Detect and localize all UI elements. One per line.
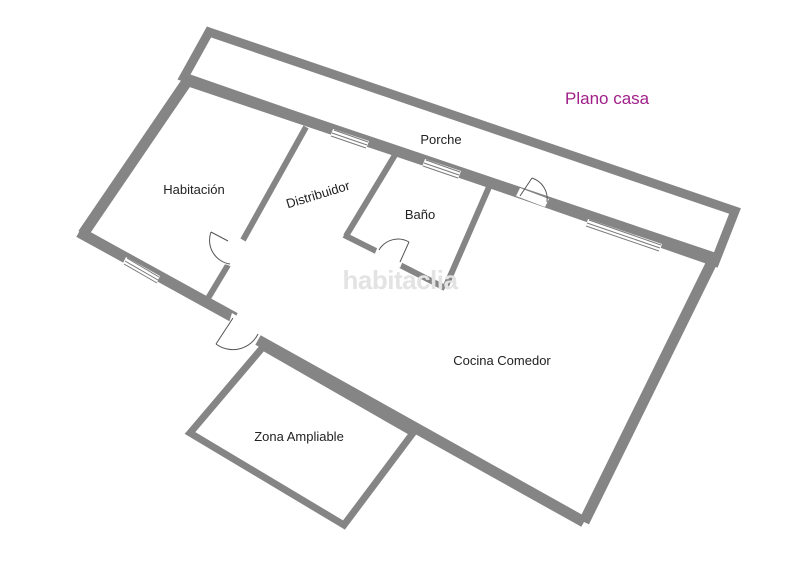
room-label-habitacion: Habitación — [163, 182, 224, 197]
wall-bano-bottom-right — [398, 262, 447, 291]
house-wall-right — [579, 257, 718, 525]
wall-habitacion-right — [240, 125, 309, 242]
window-cocina — [585, 219, 662, 253]
plan-title: Plano casa — [565, 89, 650, 108]
door-zona-ampliable — [215, 313, 260, 351]
room-label-porche: Porche — [420, 132, 461, 147]
door-bano — [374, 238, 410, 268]
wall-bano-bottom-left — [342, 232, 380, 255]
room-label-bano: Baño — [405, 207, 435, 222]
watermark-text: habitaclia — [343, 265, 459, 295]
window-bano — [422, 159, 461, 179]
wall-bano-left — [343, 153, 398, 238]
window-distribuidor — [330, 129, 369, 149]
door-habitacion — [209, 231, 243, 265]
room-label-cocina-comedor: Cocina Comedor — [453, 353, 551, 368]
house-wall-left — [78, 76, 193, 238]
door-porche — [516, 177, 549, 207]
porch-outline — [177, 26, 741, 268]
window-habitacion — [122, 257, 160, 284]
room-label-zona-ampliable: Zona Ampliable — [254, 429, 344, 444]
wall-habitacion-bottom-stub — [204, 263, 231, 302]
expandable-zone-outline — [184, 342, 419, 530]
wall-bano-right — [442, 185, 492, 290]
house-wall-bottom — [255, 335, 587, 527]
room-label-distribuidor: Distribuidor — [284, 178, 352, 212]
